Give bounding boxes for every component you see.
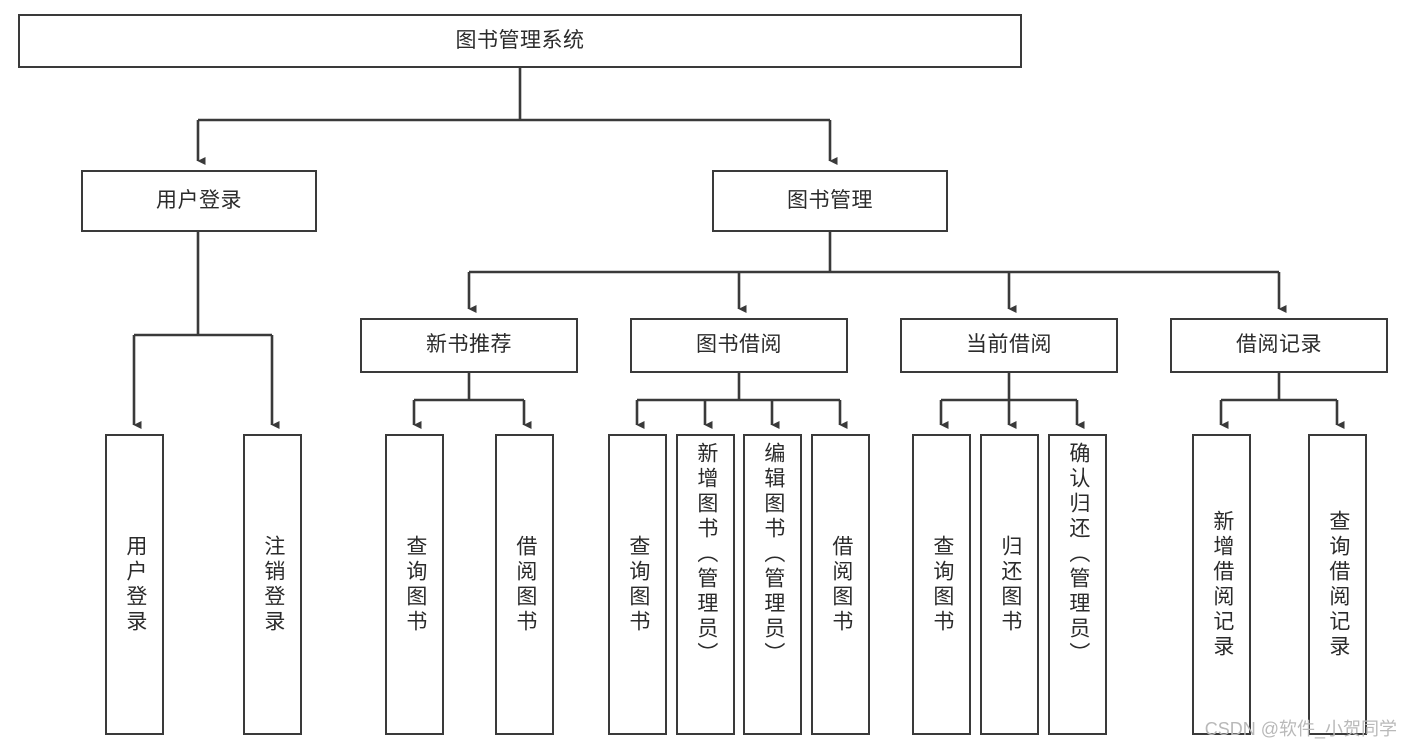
node-label: 查询图书 — [626, 534, 650, 635]
node-label: 图书管理系统 — [455, 28, 585, 52]
leaf-record-query-record[interactable]: 查询借阅记录 — [1308, 434, 1367, 735]
node-label: 用户登录 — [123, 534, 147, 635]
node-label: 借阅记录 — [1236, 333, 1322, 357]
leaf-borrow-query-book[interactable]: 查询图书 — [608, 434, 667, 735]
node-label: 注销登录 — [261, 534, 285, 635]
leaf-borrow-edit-book-admin[interactable]: 编辑图书（管理员） — [743, 434, 802, 735]
leaf-user-login-login[interactable]: 用户登录 — [105, 434, 164, 735]
leaf-borrow-add-book-admin[interactable]: 新增图书（管理员） — [676, 434, 735, 735]
node-label: 查询图书 — [403, 534, 427, 635]
node-label: 查询借阅记录 — [1326, 509, 1350, 660]
node-label: 确认归还（管理员） — [1066, 442, 1090, 667]
node-current-borrow[interactable]: 当前借阅 — [900, 318, 1118, 373]
node-label: 借阅图书 — [513, 534, 537, 635]
node-label: 图书管理 — [787, 188, 873, 212]
leaf-current-return-book[interactable]: 归还图书 — [980, 434, 1039, 735]
node-new-book-recommend[interactable]: 新书推荐 — [360, 318, 578, 373]
node-book-borrow[interactable]: 图书借阅 — [630, 318, 848, 373]
csdn-watermark: CSDN @软件_小贺同学 — [1204, 719, 1397, 739]
node-label: 图书借阅 — [696, 333, 782, 357]
node-label: 归还图书 — [998, 534, 1022, 635]
leaf-user-login-logout[interactable]: 注销登录 — [243, 434, 302, 735]
node-label: 新书推荐 — [426, 333, 512, 357]
node-label: 编辑图书（管理员） — [761, 442, 785, 667]
node-book-management[interactable]: 图书管理 — [712, 170, 948, 232]
node-label: 新增图书（管理员） — [694, 442, 718, 667]
leaf-current-confirm-return-admin[interactable]: 确认归还（管理员） — [1048, 434, 1107, 735]
node-label: 借阅图书 — [829, 534, 853, 635]
node-label: 新增借阅记录 — [1210, 509, 1234, 660]
node-borrow-record[interactable]: 借阅记录 — [1170, 318, 1388, 373]
leaf-recommend-query-book[interactable]: 查询图书 — [385, 434, 444, 735]
node-label: 用户登录 — [156, 188, 242, 212]
node-label: 查询图书 — [930, 534, 954, 635]
node-root-system[interactable]: 图书管理系统 — [18, 14, 1022, 68]
leaf-borrow-borrow-book[interactable]: 借阅图书 — [811, 434, 870, 735]
node-label: 当前借阅 — [966, 333, 1052, 357]
leaf-record-add-record[interactable]: 新增借阅记录 — [1192, 434, 1251, 735]
leaf-current-query-book[interactable]: 查询图书 — [912, 434, 971, 735]
node-user-login[interactable]: 用户登录 — [81, 170, 317, 232]
leaf-recommend-borrow-book[interactable]: 借阅图书 — [495, 434, 554, 735]
